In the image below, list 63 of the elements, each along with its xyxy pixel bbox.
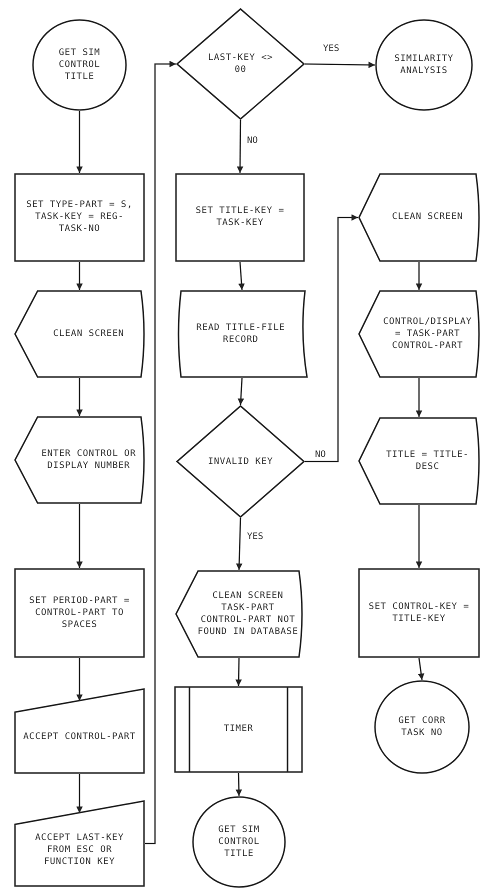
arrow [235, 658, 242, 686]
decision-diamond [176, 405, 305, 518]
arrow [76, 504, 83, 568]
node-text: CLEAN SCREEN [392, 211, 464, 224]
terminal-circle [192, 796, 286, 888]
node-text: LAST-KEY <> 00 [206, 52, 274, 76]
arrow [76, 262, 83, 290]
node-text: GET CORR TASK NO [397, 714, 447, 739]
manual-input-shape [14, 800, 145, 887]
node-text: CLEAN SCREEN TASK-PART CONTROL-PART NOT FOUND IN DATABASE [196, 590, 300, 638]
process-box [14, 568, 145, 658]
display-shape [175, 570, 303, 658]
node-text: ACCEPT CONTROL-PART [23, 731, 136, 744]
arrow [236, 772, 242, 796]
arrow [305, 214, 358, 462]
arrow [76, 111, 83, 173]
terminal-circle [374, 680, 470, 774]
node-text: READ TITLE-FILE RECORD [195, 322, 286, 346]
node-text: SET CONTROL-KEY = TITLE-KEY [368, 601, 470, 625]
arrow [236, 120, 244, 173]
arrow [76, 774, 83, 814]
edge-label: YES [322, 44, 340, 54]
node-text: GET SIM CONTROL TITLE [58, 46, 102, 83]
arrow [76, 658, 83, 701]
terminal-circle [375, 19, 473, 111]
display-shape [14, 416, 145, 504]
arrow [236, 518, 242, 570]
display-shape [14, 290, 145, 378]
predefined-process-box [174, 686, 303, 773]
arrow [416, 378, 422, 417]
arrow [238, 262, 245, 290]
node-text: CLEAN SCREEN [53, 328, 124, 340]
node-text: ACCEPT LAST-KEY FROM ESC OR FUNCTION KEY [34, 832, 125, 868]
arrow [416, 262, 422, 290]
node-text: CONTROL/DISPLAY = TASK-PART CONTROL-PART [382, 316, 473, 352]
node-text: TIMER [224, 723, 254, 736]
display-shape [358, 290, 480, 378]
node-text: SET PERIOD-PART = CONTROL-PART TO SPACES [28, 595, 131, 631]
edge-label: NO [246, 136, 259, 146]
terminal-circle [32, 19, 127, 111]
decision-diamond [176, 8, 305, 120]
node-text: TITLE = TITLE-DESC [385, 448, 470, 473]
edge-label: YES [246, 532, 264, 542]
arrow [145, 60, 176, 844]
node-text: SET TITLE-KEY = TASK-KEY [194, 205, 286, 230]
node-text: INVALID KEY [208, 456, 274, 468]
edge-label: NO [314, 450, 327, 460]
node-text: SIMILARITY ANALYSIS [393, 52, 455, 77]
arrow [76, 378, 83, 416]
arrow [305, 62, 375, 68]
process-box [358, 568, 480, 658]
arrow [416, 505, 422, 568]
manual-input-shape [14, 688, 145, 774]
process-box [175, 173, 305, 262]
display-shape [358, 173, 480, 262]
arrow [238, 378, 244, 406]
node-text: ENTER CONTROL OR DISPLAY NUMBER [40, 448, 138, 472]
node-text: GET SIM CONTROL TITLE [217, 824, 261, 860]
arrow [418, 658, 424, 680]
node-text: SET TYPE-PART = S, TASK-KEY = REG-TASK-NO [25, 199, 134, 236]
process-box [14, 173, 145, 262]
display-shape [358, 417, 480, 505]
data-shape [176, 290, 308, 378]
